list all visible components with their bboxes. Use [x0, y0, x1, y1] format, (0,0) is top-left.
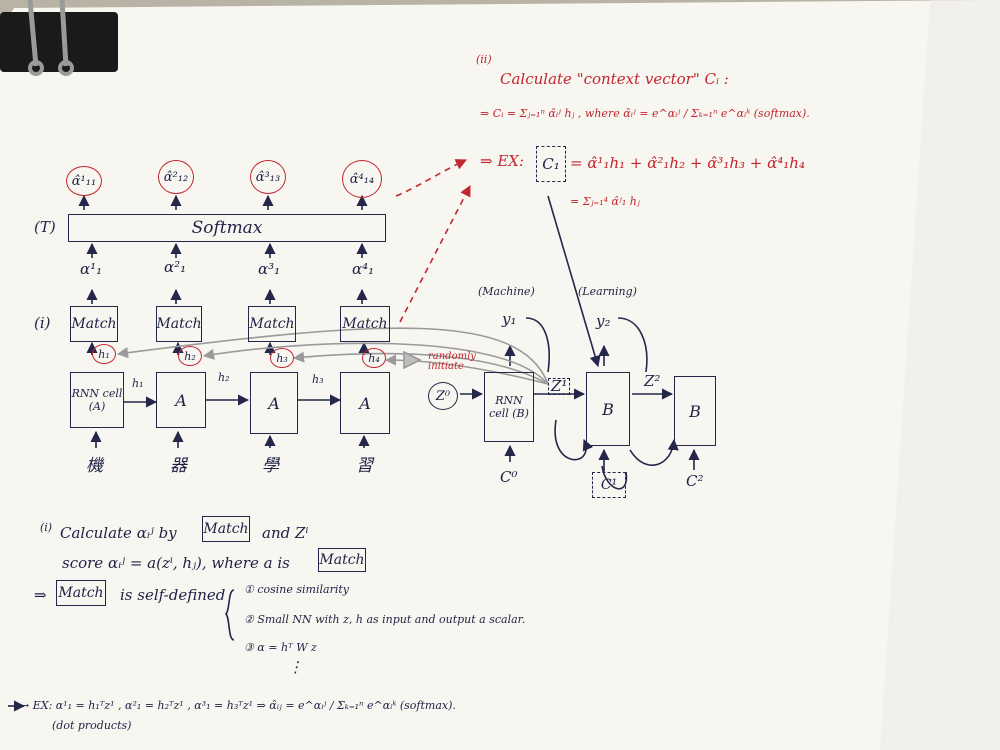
rnn-cell-b: B [674, 376, 716, 446]
rnn-cell-a: A [250, 372, 298, 434]
hidden-state-circle: h₁ [92, 344, 116, 364]
section-i-label: (i) [40, 521, 53, 534]
option-item: ② Small NN with z, h as input and output… [244, 613, 526, 626]
alpha-hat-node: α̂⁴₁₄ [342, 160, 382, 198]
alpha-value: α⁴₁ [352, 260, 375, 278]
output-y: y₂ [596, 312, 611, 330]
option-dots: ⋮ [288, 658, 303, 676]
hidden-arrow-label: h₁ [132, 377, 144, 390]
binder-clip [0, 0, 118, 76]
match-inline-box: Match [56, 580, 106, 606]
input-token: 器 [170, 456, 187, 476]
output-word: (Machine) [478, 285, 535, 298]
input-token: 習 [356, 456, 373, 476]
hidden-arrow-label: h₃ [312, 373, 324, 386]
match-inline-box: Match [318, 548, 366, 572]
section-i-line2: score αᵢʲ = a(zⁱ, hⱼ), where a is [62, 554, 290, 572]
random-init-note: randomly initiate [428, 351, 476, 372]
hidden-state-circle: h₂ [178, 346, 202, 366]
match-box: Match [70, 306, 118, 342]
section-ii-example-sum: = Σⱼ₌₁⁴ α̂ʲ₁ hⱼ [570, 195, 640, 208]
softmax-layer-label: (T) [34, 218, 56, 236]
match-inline-box: Match [202, 516, 250, 542]
context-input: C⁰ [500, 468, 518, 486]
section-ii-title: Calculate "context vector" Cᵢ : [500, 70, 729, 88]
option-item: ③ α = hᵀ W z [244, 641, 317, 654]
rnn-cell-b: B [586, 372, 630, 446]
context-vector-box: C₁ [536, 146, 566, 182]
z-arrow-label: Z¹ [548, 378, 571, 395]
alpha-hat-node: α̂¹₁₁ [66, 166, 102, 196]
alpha-value: α²₁ [164, 258, 187, 276]
section-ii-example-rhs: = α̂¹₁h₁ + α̂²₁h₂ + α̂³₁h₃ + α̂⁴₁h₄ [570, 154, 805, 172]
section-ii-formula: ⇒ Cᵢ = Σⱼ₌₁ⁿ α̂ᵢʲ hⱼ , where α̂ᵢʲ = e^αᵢ… [480, 107, 810, 120]
match-box: Match [156, 306, 202, 342]
section-i-line1a: Calculate αᵢʲ by [60, 524, 177, 542]
output-y: y₁ [502, 310, 517, 328]
input-token: 學 [262, 456, 279, 476]
section-i-line3-prefix: ⇒ [34, 586, 47, 604]
section-i-example-note: (dot products) [52, 719, 132, 732]
output-word: (Learning) [578, 285, 637, 298]
match-layer-label: (i) [34, 314, 51, 332]
rnn-cell-encoder: RNN cell (A) [70, 372, 124, 428]
section-i-line1b: and Zⁱ [262, 524, 309, 542]
alpha-value: α³₁ [258, 260, 281, 278]
hidden-state-circle: h₄ [362, 348, 386, 368]
alpha-value: α¹₁ [80, 260, 103, 278]
z-arrow-label: Z² [644, 372, 661, 390]
option-item: ① cosine similarity [244, 583, 349, 596]
hidden-arrow-label: h₂ [218, 371, 230, 384]
softmax-box: Softmax [68, 214, 386, 242]
z0-node: Z⁰ [428, 382, 458, 410]
section-ii-label: (ii) [476, 53, 492, 66]
rnn-cell-a: A [156, 372, 206, 428]
match-box: Match [248, 306, 296, 342]
context-input: C² [686, 472, 704, 490]
section-i-line3-text: is self-defined [120, 586, 226, 604]
match-box: Match [340, 306, 390, 342]
context-box-c1: C¹ [592, 472, 626, 498]
rnn-cell-a: A [340, 372, 390, 434]
section-ii-example-prefix: ⇒ EX: [480, 152, 525, 170]
hidden-state-circle: h₃ [270, 348, 294, 368]
alpha-hat-node: α̂³₁₃ [250, 160, 286, 194]
alpha-hat-node: α̂²₁₂ [158, 160, 194, 194]
section-i-example: → EX: α¹₁ = h₁ᵀz¹ , α²₁ = h₂ᵀz¹ , α³₁ = … [20, 699, 456, 712]
rnn-cell-decoder: RNN cell (B) [484, 372, 534, 442]
input-token: 機 [86, 456, 103, 476]
